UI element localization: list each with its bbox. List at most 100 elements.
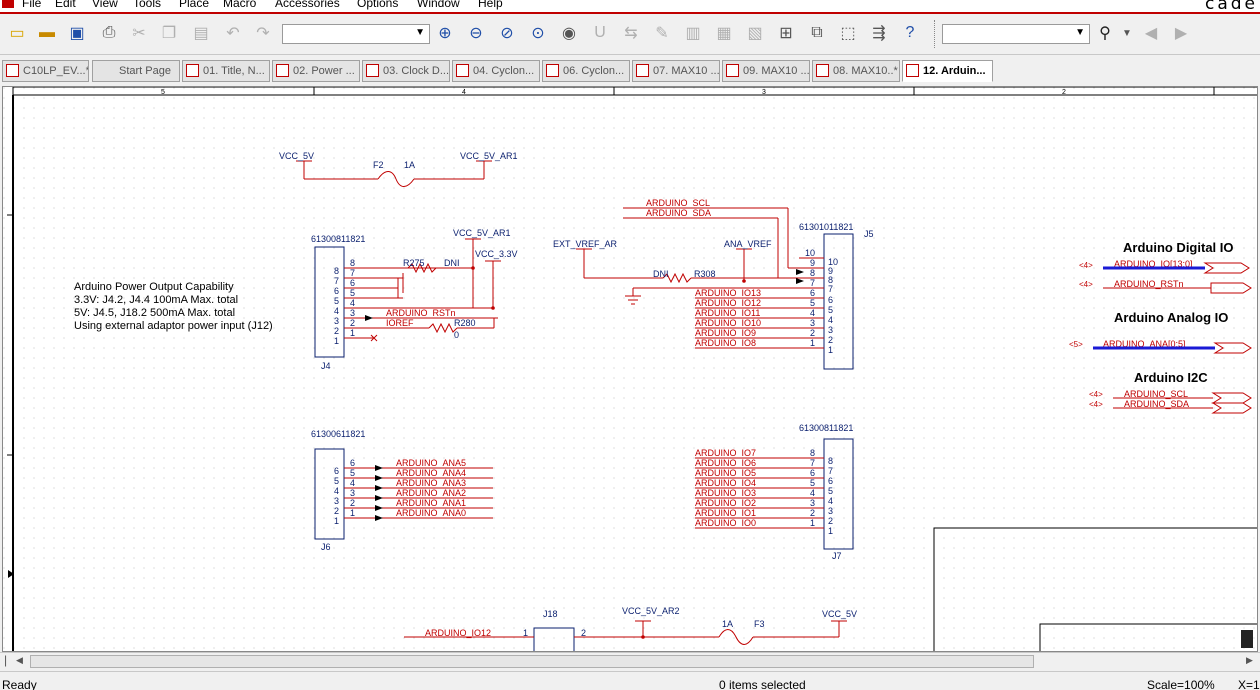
find-binoculars-icon[interactable]: ⚲ [1099,25,1111,42]
find-prev-icon[interactable]: ◀ [1144,25,1158,42]
drag-icon[interactable]: ⬚ [840,25,856,42]
svg-text:9: 9 [810,258,815,268]
svg-text:5V: J4.5, J18.2 500mA Max. tot: 5V: J4.5, J18.2 500mA Max. total [74,307,235,319]
svg-text:9: 9 [828,266,833,276]
scroll-left-icon[interactable]: | [4,653,8,667]
svg-text:3: 3 [810,318,815,328]
connector-j4[interactable]: 61300811821 J4 8 7 6 5 4 3 2 1 8 7 6 5 4… [311,228,518,371]
back-annotate-icon[interactable]: ⇆ [624,25,638,42]
schematic-canvas[interactable]: 5 4 3 2 Arduino Power Output Capability … [2,86,1258,652]
connector-j7[interactable]: 61300811821 J7 8 7 6 5 4 3 2 1 8 7 6 5 4… [695,423,854,561]
net-label: VCC_5V_AR1 [460,151,518,161]
zoom-out-icon[interactable]: ⊖ [469,25,483,42]
zoom-in-icon[interactable]: ⊕ [438,25,452,42]
part-search-combo[interactable]: ▼ [282,24,430,44]
svg-text:7: 7 [828,466,833,476]
save-icon[interactable]: ▣ [69,25,85,42]
sheet-marker-arrow [8,570,14,578]
copy-icon[interactable]: ❐ [161,25,177,42]
menu-view[interactable]: View [92,0,118,10]
svg-text:3: 3 [828,506,833,516]
offpage-i2c[interactable]: Arduino I2C <4> ARDUINO_SCL <4> ARDUINO_… [1089,370,1252,414]
scroll-left-arrow-icon[interactable]: ◀ [16,655,23,665]
net-label: ARDUINO_RSTn [1114,279,1184,289]
menu-file[interactable]: File [22,0,42,10]
net-label: ANA_VREF [724,239,772,249]
net-label: ARDUINO_IO12 [425,628,491,638]
horizontal-scrollbar[interactable]: | ◀ ▶ [0,652,1260,671]
drc-icon[interactable]: ✎ [655,25,669,42]
tab-title[interactable]: 01. Title, N... [182,60,270,82]
page-icon [6,64,19,77]
cross-ref-icon[interactable]: ▧ [747,25,763,42]
new-file-icon[interactable]: ▭ [9,25,25,42]
svg-text:4: 4 [334,486,339,496]
connector-j18[interactable]: J18 ARDUINO_IO12 1 2 VCC_5V_AR2 1A F3 VC… [404,606,857,652]
offpage-digital[interactable]: Arduino Digital IO <4> ARDUINO_IO[13:0] … [1079,240,1252,294]
tab-power[interactable]: 02. Power ... [272,60,360,82]
section-title: Arduino Digital IO [1123,240,1234,255]
tab-start-page[interactable]: Start Page [92,60,180,82]
svg-text:4: 4 [810,488,815,498]
fuse-f2[interactable]: VCC_5V F2 1A VCC_5V_AR1 [279,151,518,187]
annotate-icon[interactable]: U [594,24,606,41]
print-icon[interactable]: ⎙ [102,24,116,41]
scroll-right-arrow-icon[interactable]: ▶ [1246,655,1253,665]
area-select-icon[interactable]: ⧉ [811,24,823,41]
svg-text:ARDUINO_ANA2: ARDUINO_ANA2 [396,488,466,498]
menu-help[interactable]: Help [478,0,503,10]
connector-j5[interactable]: 61301011821 J5 10 9 8 7 6 5 4 3 2 1 10 9… [553,198,874,370]
svg-text:ARDUINO_IO1: ARDUINO_IO1 [695,508,756,518]
menu-options[interactable]: Options [357,0,399,10]
connector-j6[interactable]: 61300611821 J6 6 5 4 3 2 1 6 5 4 3 2 1 [311,429,493,552]
menu-window[interactable]: Window [417,0,460,10]
open-folder-icon[interactable]: ▬ [39,24,55,41]
part-number: 61301011821 [799,222,853,232]
tab-clock[interactable]: 03. Clock D... [362,60,450,82]
menu-accessories[interactable]: Accessories [275,0,340,10]
svg-text:6: 6 [334,286,339,296]
find-dropdown-icon[interactable]: ▼ [1122,27,1132,39]
pin-number: 2 [581,628,586,638]
tab-cyclone-04[interactable]: 04. Cyclon... [452,60,540,82]
menu-edit[interactable]: Edit [55,0,76,10]
bom-icon[interactable]: ▦ [716,25,732,42]
visibility-icon[interactable]: ◉ [562,25,576,42]
net-label: VCC_5V [822,609,857,619]
menu-tools[interactable]: Tools [133,0,162,10]
tab-max10-09[interactable]: 09. MAX10 ... [722,60,810,82]
menu-macro[interactable]: Macro [223,0,257,10]
menu-place[interactable]: Place [179,0,210,10]
redo-icon[interactable]: ↷ [256,25,270,42]
tab-cyclone-06[interactable]: 06. Cyclon... [542,60,630,82]
tab-arduino[interactable]: 12. Arduin... [902,60,993,82]
paste-icon[interactable]: ▤ [193,25,209,42]
svg-text:ARDUINO_ANA5: ARDUINO_ANA5 [396,458,466,468]
tab-max10-08[interactable]: 08. MAX10..* [812,60,900,82]
find-next-icon[interactable]: ▶ [1174,25,1188,42]
snap-grid-icon[interactable]: ⊞ [779,25,793,42]
netlist-icon[interactable]: ▥ [685,25,701,42]
chevron-down-icon: ▼ [1075,27,1085,38]
scrollbar-thumb[interactable] [30,655,1034,668]
undo-icon[interactable]: ↶ [226,25,240,42]
cut-icon[interactable]: ✂ [132,25,146,42]
tab-project[interactable]: C10LP_EV...* [2,60,89,82]
tab-max10-07[interactable]: 07. MAX10 ... [632,60,720,82]
offpage-analog[interactable]: Arduino Analog IO <5> ARDUINO_ANA[0:5] [1069,310,1252,354]
net-label: VCC_3.3V [475,249,518,259]
svg-text:1: 1 [334,336,339,346]
pcb-icon[interactable]: ⇶ [872,25,886,42]
net-label: VCC_5V_AR1 [453,228,511,238]
page-icon [366,64,379,77]
zoom-area-icon[interactable]: ⊘ [500,25,514,42]
svg-text:5: 5 [350,288,355,298]
help-icon[interactable]: ? [905,24,915,41]
svg-text:6: 6 [334,466,339,476]
offpage-ref: <5> [1069,340,1083,349]
find-combo[interactable]: ▼ [942,24,1090,44]
svg-text:ARDUINO_IO12: ARDUINO_IO12 [695,298,761,308]
zoom-all-icon[interactable]: ⊙ [531,25,545,42]
schematic-drawing[interactable]: 5 4 3 2 Arduino Power Output Capability … [3,87,1258,652]
net-label: VCC_5V [279,151,314,161]
